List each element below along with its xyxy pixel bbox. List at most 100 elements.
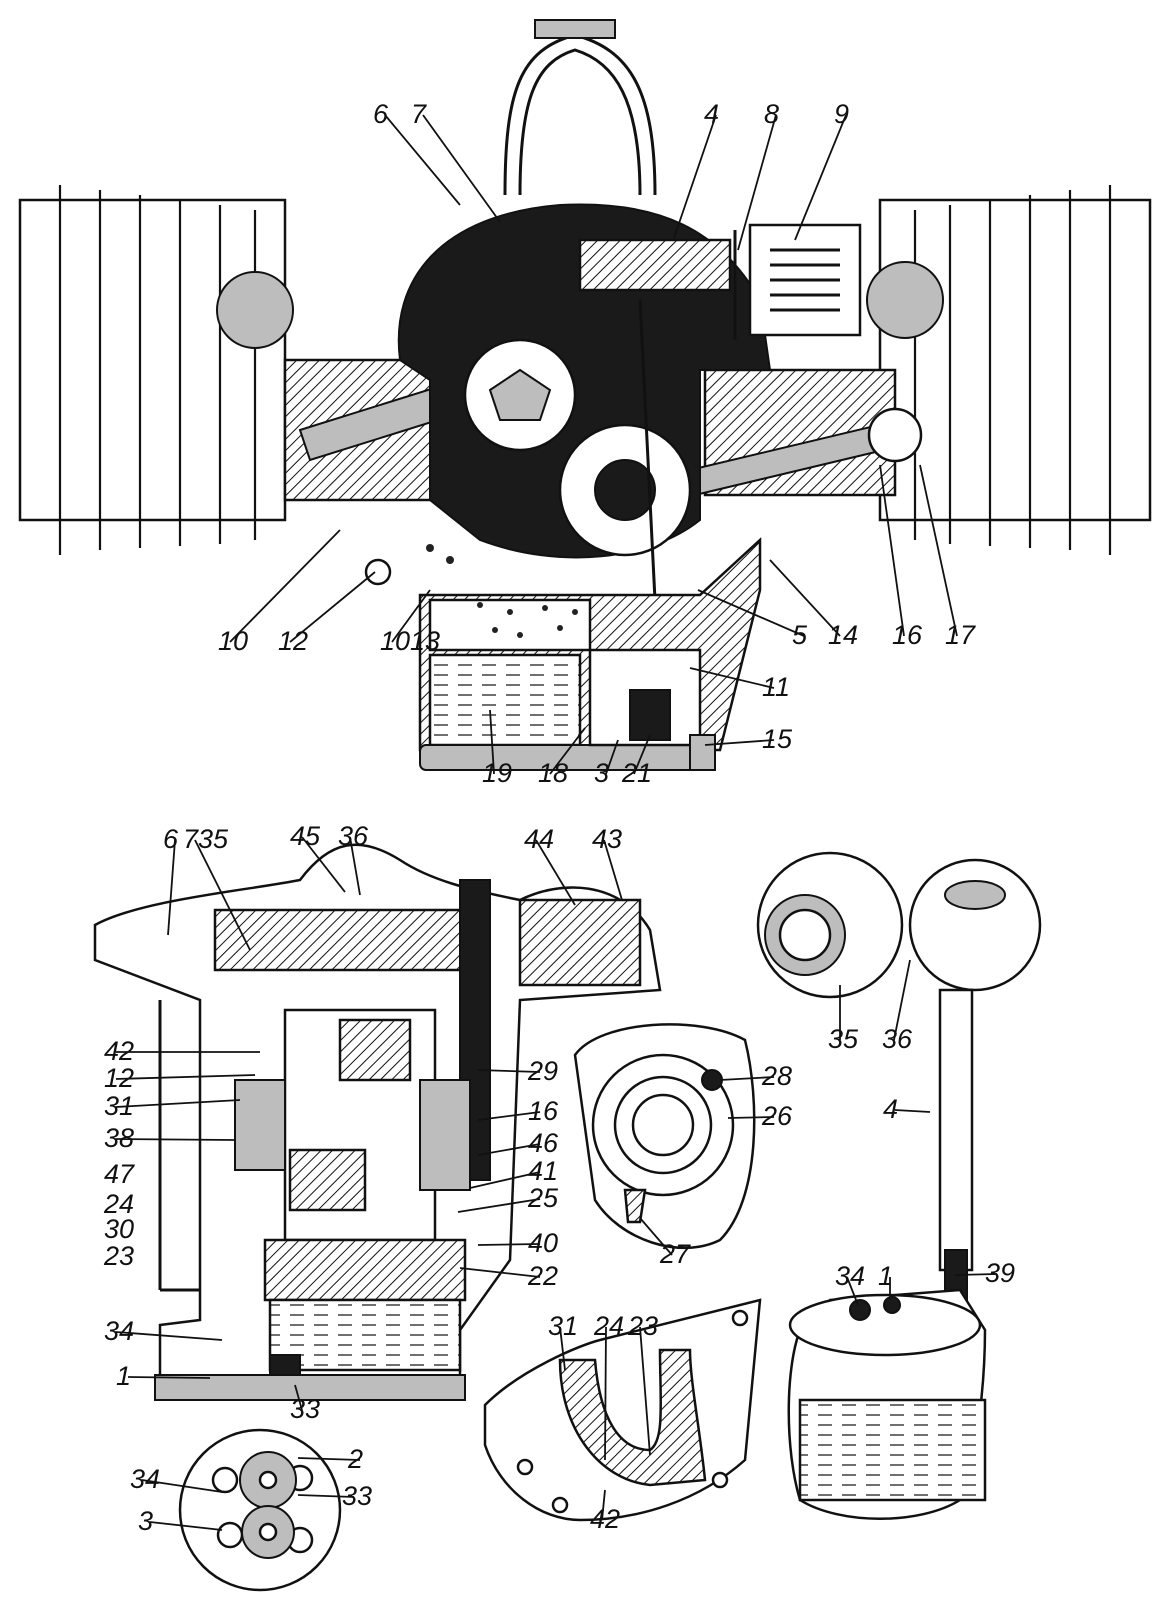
leader-b12 [115, 1074, 256, 1080]
callout-label-h31: 31 [548, 1311, 578, 1341]
callout-label-h24: 24 [593, 1311, 624, 1341]
leader-t4 [673, 114, 717, 239]
leader-r28 [719, 1076, 775, 1081]
oil-pump-detail [178, 1428, 342, 1592]
callout-label-h42: 42 [590, 1504, 620, 1534]
leader-b29 [477, 1069, 541, 1073]
leader-h24 [604, 1326, 607, 1461]
leader-b46 [477, 1143, 541, 1156]
leader-b31 [115, 1099, 241, 1108]
camshaft-housing [578, 238, 732, 292]
leader-f36 [893, 959, 911, 1041]
leader-f39 [954, 1273, 998, 1276]
callout-label-t5: 5 [792, 620, 808, 650]
callout-label-t21: 21 [621, 758, 652, 788]
callout-label-r26: 26 [761, 1101, 793, 1131]
leader-b6 [167, 839, 176, 936]
leader-b25 [457, 1198, 541, 1213]
leader-b44 [535, 839, 576, 906]
callout-label-b29: 29 [527, 1056, 558, 1086]
oil-reservoir [428, 653, 582, 747]
drain-plug [689, 734, 716, 771]
callout-label-b38: 38 [104, 1123, 134, 1153]
callout-label-t19: 19 [482, 758, 512, 788]
callout-label-t7: 7 [411, 99, 427, 129]
callout-label-t17: 17 [945, 620, 976, 650]
engine-cross-section [18, 19, 1152, 771]
bearing-right [419, 1079, 471, 1191]
callout-label-p2: 2 [347, 1444, 363, 1474]
leader-b41 [469, 1171, 541, 1189]
callout-label-t1013: 1013 [380, 626, 440, 656]
leader-b33 [294, 1384, 303, 1411]
callout-label-b43: 43 [592, 824, 622, 854]
leader-h23 [639, 1326, 651, 1456]
callout-label-b1: 1 [116, 1361, 131, 1391]
callout-label-t3a: 3 [594, 758, 609, 788]
callout-label-b47: 47 [104, 1159, 135, 1189]
rear-cover [518, 898, 642, 987]
leader-t19 [489, 709, 495, 775]
leader-r27 [639, 1217, 673, 1256]
oil-seal-detail [573, 1023, 756, 1249]
callout-label-b36: 36 [338, 821, 369, 851]
leader-p2 [297, 1457, 361, 1461]
callout-leaders [115, 114, 998, 1531]
callout-label-b30: 30 [104, 1214, 134, 1244]
callout-label-t16: 16 [892, 620, 923, 650]
callout-label-b41: 41 [528, 1156, 558, 1186]
leader-b40 [477, 1243, 541, 1246]
sump-base [154, 1374, 466, 1401]
callout-label-t4: 4 [704, 99, 719, 129]
leader-r26 [727, 1116, 775, 1119]
pump-shaft [938, 988, 974, 1272]
leader-b1 [127, 1376, 211, 1379]
leader-b45 [301, 836, 346, 893]
crankcase-half [483, 1298, 762, 1522]
leader-t14 [769, 559, 841, 637]
callout-label-p3: 3 [138, 1506, 153, 1536]
bracket-clamp [534, 19, 616, 39]
callout-label-r28: 28 [761, 1061, 792, 1091]
longitudinal-section [93, 843, 662, 1401]
callout-label-t6: 6 [373, 99, 389, 129]
leader-t3a [605, 739, 619, 775]
callout-label-t10: 10 [218, 626, 248, 656]
leader-b36 [349, 836, 361, 896]
callout-label-b23: 23 [103, 1241, 134, 1271]
callout-label-b25: 25 [527, 1183, 559, 1213]
callout-label-b12: 12 [104, 1063, 134, 1093]
lifting-bracket-inner [518, 48, 642, 196]
leader-f34 [846, 1276, 859, 1306]
callout-label-b34: 34 [104, 1316, 134, 1346]
callout-label-b31: 31 [104, 1091, 134, 1121]
callout-label-p33: 33 [342, 1481, 372, 1511]
callout-label-b46: 46 [528, 1128, 559, 1158]
leader-t6 [384, 114, 461, 206]
callout-label-p34: 34 [130, 1464, 160, 1494]
bolt-hole [364, 558, 392, 586]
leader-t1013 [391, 589, 431, 643]
leader-t16 [879, 464, 905, 637]
leader-t18 [549, 727, 586, 775]
leader-f4 [894, 1109, 931, 1113]
callout-label-t8: 8 [764, 99, 779, 129]
callout-label-t18: 18 [538, 758, 568, 788]
callout-label-f34: 34 [835, 1261, 865, 1291]
leader-t7 [422, 114, 501, 223]
leader-b735 [194, 839, 251, 951]
leader-t12 [289, 571, 376, 643]
callout-label-b735: 735 [183, 824, 229, 854]
leader-p34 [141, 1479, 223, 1493]
callout-label-b40: 40 [528, 1228, 558, 1258]
drain-channel [623, 1188, 647, 1224]
callout-label-t11: 11 [762, 672, 790, 702]
right-cylinder [688, 185, 1152, 555]
callout-label-t9: 9 [834, 99, 849, 129]
filter-mesh [798, 1398, 987, 1502]
leader-t10 [229, 529, 341, 643]
leader-b22 [459, 1267, 541, 1278]
leader-p3 [149, 1521, 223, 1531]
seal-spring [701, 1069, 723, 1091]
leader-b38 [115, 1138, 236, 1141]
